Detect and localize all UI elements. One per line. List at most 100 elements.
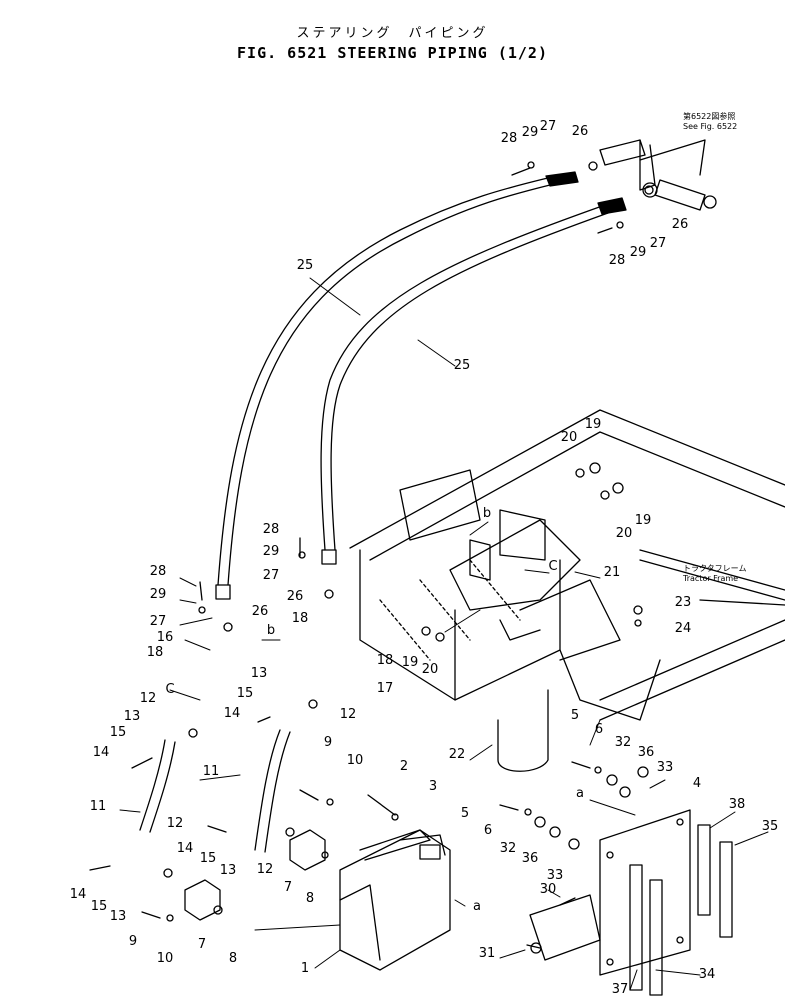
title-english: FIG. 6521 STEERING PIPING (1/2) (237, 44, 548, 62)
tube-11-left-edge (149, 741, 176, 833)
callout-20: 20 (616, 526, 633, 541)
tractor-frame-note-en: Tractor Frame (683, 574, 739, 583)
callout-17: 17 (377, 681, 394, 696)
callout-27: 27 (263, 568, 280, 583)
callout-29: 29 (630, 245, 647, 260)
mounting-bracket (449, 509, 581, 641)
callout-25: 25 (297, 258, 314, 273)
callout-20: 20 (561, 430, 578, 445)
callout-32: 32 (500, 841, 517, 856)
callout-14: 14 (93, 745, 110, 760)
callout-28: 28 (609, 253, 626, 268)
callout-25: 25 (454, 358, 471, 373)
tractor-frame-note-jp: トラクタフレーム (683, 564, 747, 573)
callout-18: 18 (377, 653, 394, 668)
title-japanese: ステアリング パイピング (296, 26, 489, 41)
tube-11-left (139, 739, 166, 831)
callout-21: 21 (604, 565, 621, 580)
hardware (163, 161, 654, 954)
steering-hose-1 (215, 171, 579, 600)
strap-35 (719, 841, 733, 938)
callout-26: 26 (572, 124, 589, 139)
steering-valve (339, 829, 451, 971)
callout-a: a (473, 899, 481, 914)
callout-13: 13 (124, 709, 141, 724)
callout-14: 14 (70, 887, 87, 902)
elbow-fitting-top (599, 139, 658, 198)
callout-28: 28 (263, 522, 280, 537)
callout-C: C (548, 559, 557, 574)
callout-12: 12 (140, 691, 157, 706)
callout-34: 34 (699, 967, 716, 982)
tube-11-right-edge (264, 731, 291, 853)
bolts (89, 167, 613, 949)
callout-15: 15 (91, 899, 108, 914)
callout-38: 38 (729, 797, 746, 812)
callout-8: 8 (229, 951, 237, 966)
callout-18: 18 (292, 611, 309, 626)
elbow-fitting-mid (654, 179, 717, 211)
callout-14: 14 (224, 706, 241, 721)
split-flange-lower (184, 879, 221, 921)
callout-14: 14 (177, 841, 194, 856)
callout-36: 36 (522, 851, 539, 866)
callout-11: 11 (90, 799, 107, 814)
callout-29: 29 (150, 587, 167, 602)
callout-31: 31 (479, 946, 496, 961)
callout-7: 7 (198, 937, 206, 952)
u-bolt (497, 689, 549, 772)
callout-28: 28 (501, 131, 518, 146)
callout-9: 9 (129, 934, 137, 949)
callout-33: 33 (547, 868, 564, 883)
callout-30: 30 (540, 882, 557, 897)
callout-32: 32 (615, 735, 632, 750)
callout-23: 23 (675, 595, 692, 610)
callout-5: 5 (571, 708, 579, 723)
callout-33: 33 (657, 760, 674, 775)
callout-10: 10 (157, 951, 174, 966)
callout-a: a (576, 786, 584, 801)
callout-29: 29 (522, 125, 539, 140)
callout-15: 15 (200, 851, 217, 866)
callout-4: 4 (693, 776, 701, 791)
callout-10: 10 (347, 753, 364, 768)
callout-13: 13 (110, 909, 127, 924)
callout-22: 22 (449, 747, 466, 762)
callout-19: 19 (585, 417, 602, 432)
callout-16: 16 (157, 630, 174, 645)
callout-29: 29 (263, 544, 280, 559)
tractor-frame-note: トラクタフレーム Tractor Frame (683, 564, 746, 584)
callout-19: 19 (635, 513, 652, 528)
callout-1: 1 (301, 961, 309, 976)
callout-C: C (165, 682, 174, 697)
callout-9: 9 (324, 735, 332, 750)
callout-18: 18 (147, 645, 164, 660)
callout-6: 6 (595, 722, 603, 737)
callout-24: 24 (675, 621, 692, 636)
callout-12: 12 (257, 862, 274, 877)
callout-12: 12 (167, 816, 184, 831)
callout-19: 19 (402, 655, 419, 670)
callout-27: 27 (150, 614, 167, 629)
see-fig-note: 第6522図参照 See Fig. 6522 (683, 112, 737, 132)
callout-20: 20 (422, 662, 439, 677)
callout-27: 27 (540, 119, 557, 134)
callout-26: 26 (252, 604, 269, 619)
steering-hose-2 (320, 197, 627, 565)
strap-37 (629, 864, 643, 991)
callout-13: 13 (220, 863, 237, 878)
callout-11: 11 (203, 764, 220, 779)
callout-7: 7 (284, 880, 292, 895)
strap-38 (697, 824, 711, 916)
callout-37: 37 (612, 982, 629, 997)
callout-b: b (483, 506, 491, 521)
leader-lines (119, 277, 769, 991)
callout-3: 3 (429, 779, 437, 794)
callout-12: 12 (340, 707, 357, 722)
strap-34 (649, 879, 663, 996)
callout-35: 35 (762, 819, 779, 834)
callout-15: 15 (110, 725, 127, 740)
